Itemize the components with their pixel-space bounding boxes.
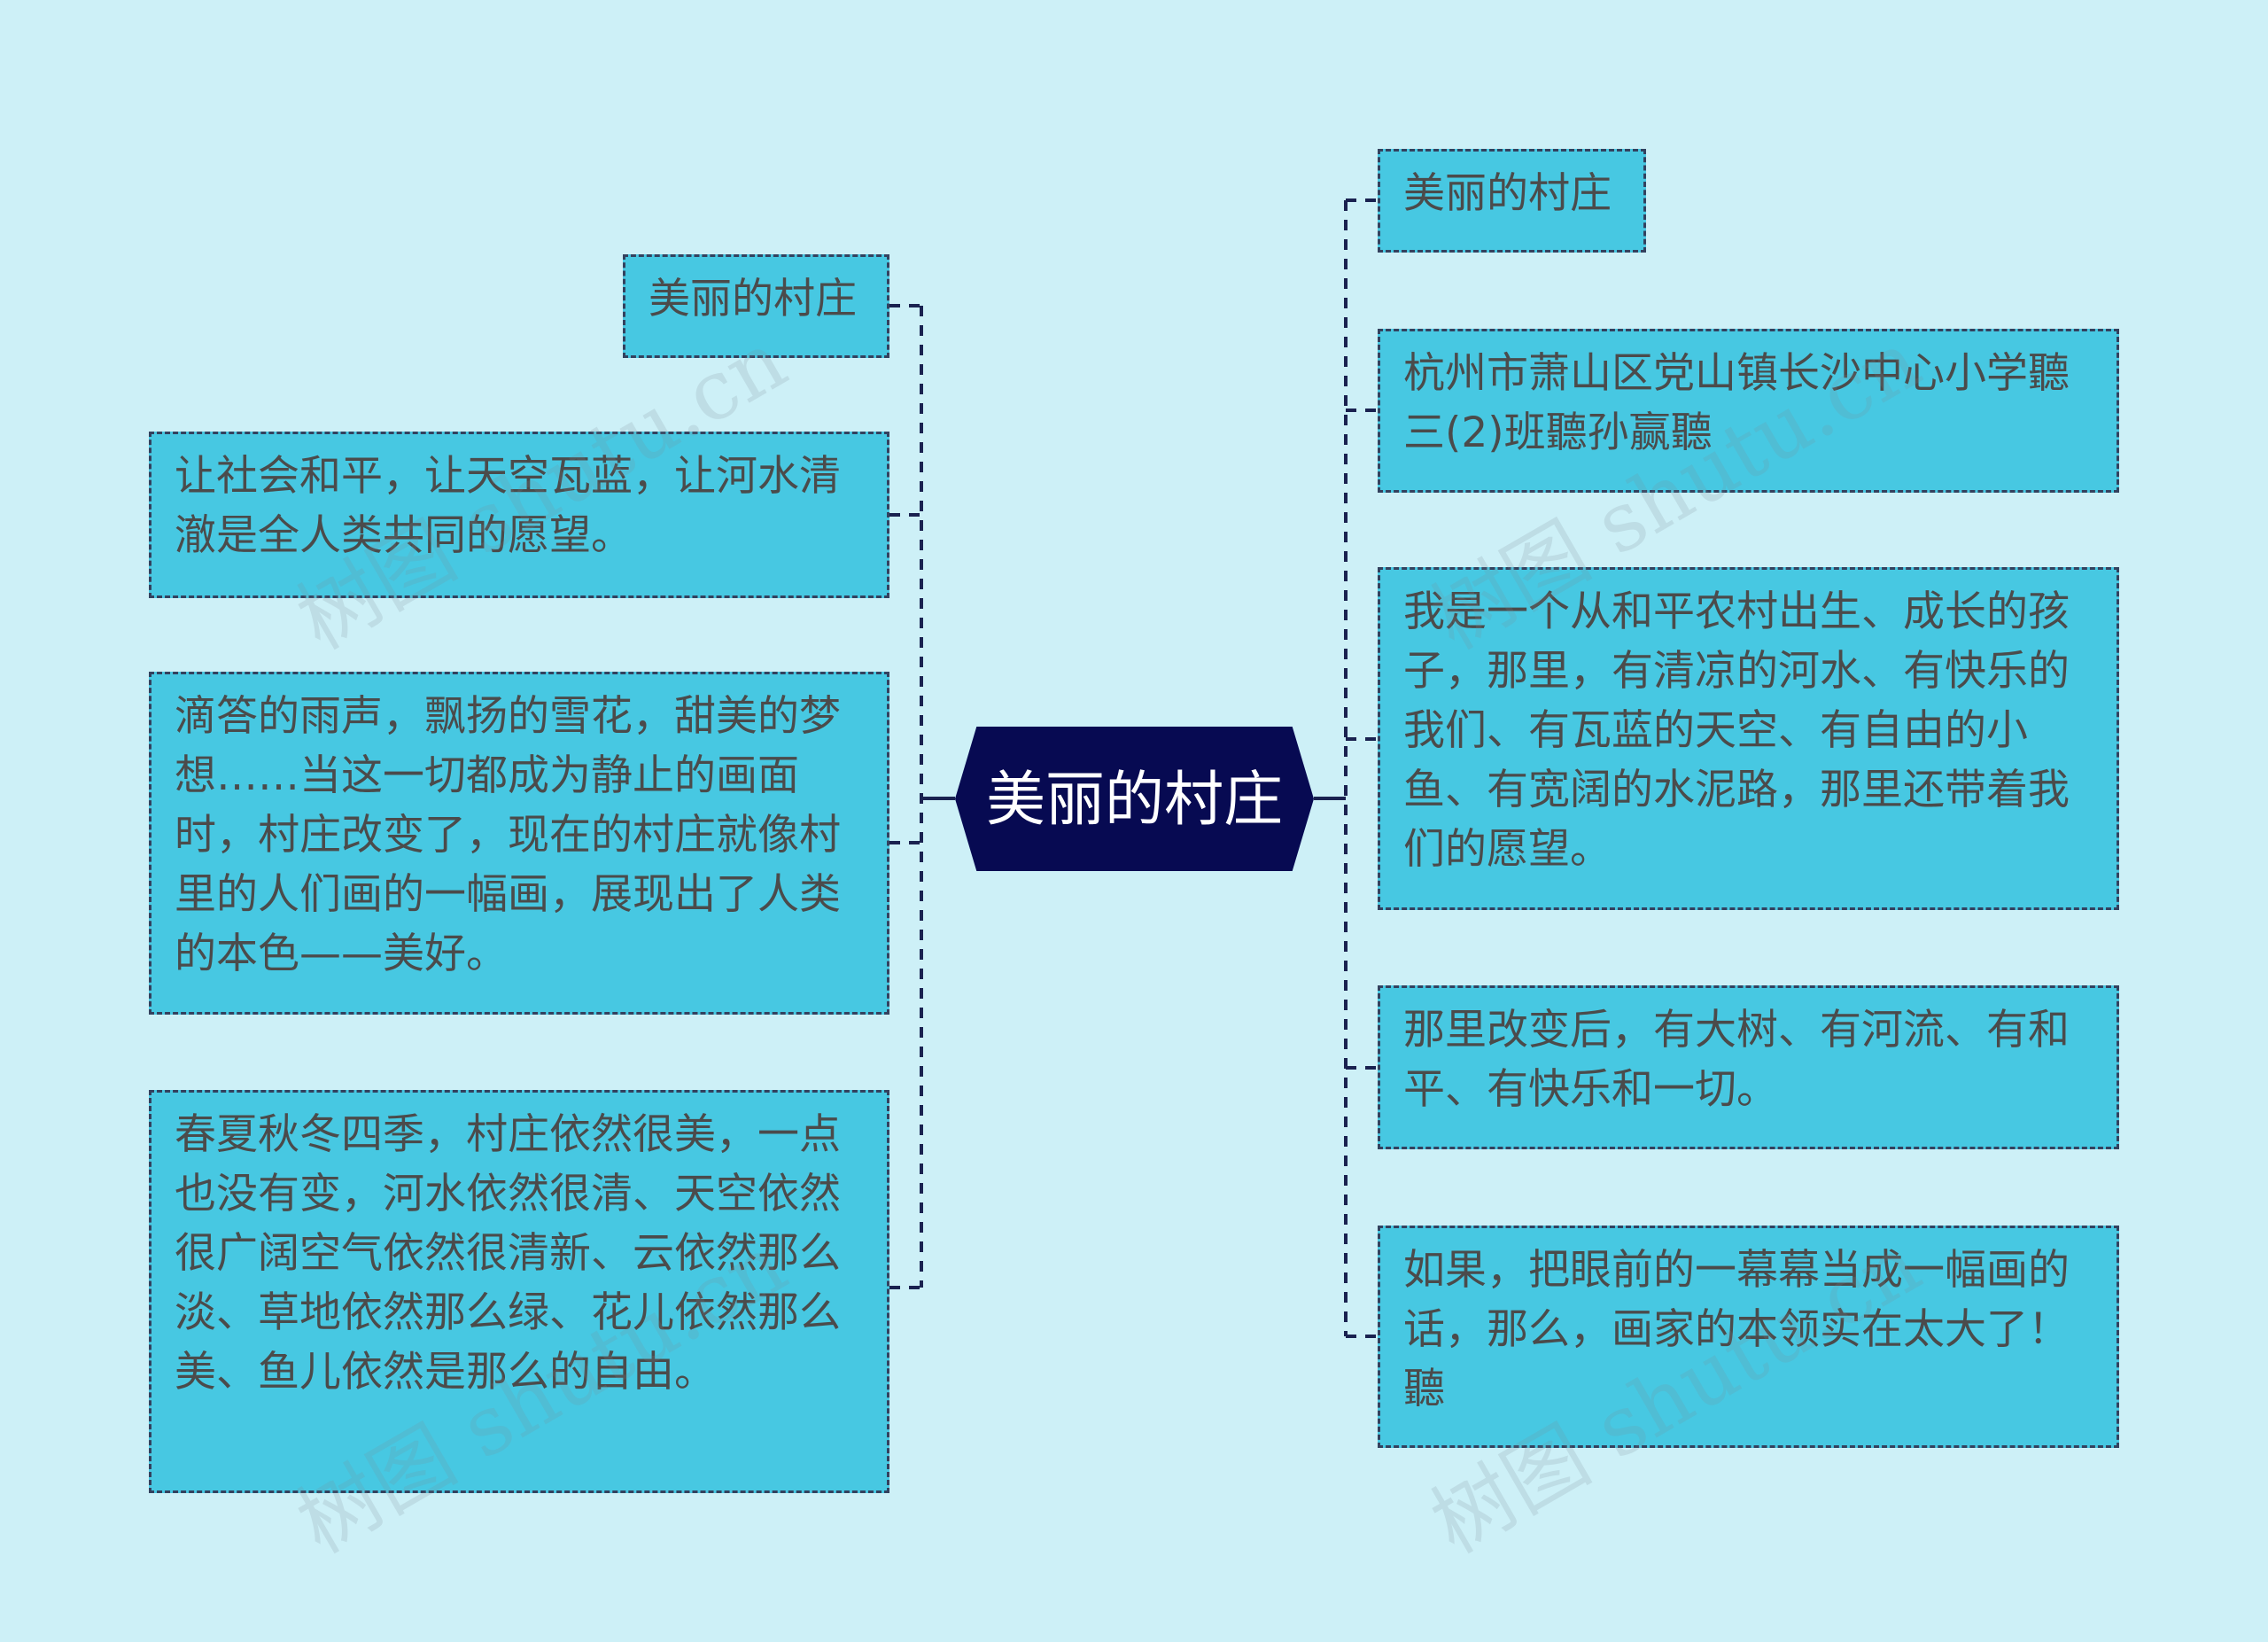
topic-node[interactable]: 让社会和平，让天空瓦蓝，让河水清澈是全人类共同的愿望。 [149,432,889,598]
topic-node[interactable]: 滴答的雨声，飘扬的雪花，甜美的梦想……当这一切都成为静止的画面时，村庄改变了，现… [149,672,889,1015]
central-topic-label: 美丽的村庄 [986,764,1283,834]
topic-node[interactable]: 那里改变后，有大树、有河流、有和平、有快乐和一切。 [1378,985,2119,1149]
central-topic-node[interactable]: 美丽的村庄 [955,727,1314,871]
topic-node-text: 我是一个从和平农村出生、成长的孩子，那里，有清凉的河水、有快乐的我们、有瓦蓝的天… [1403,588,2070,874]
topic-node-text: 美丽的村庄 [649,275,857,323]
topic-node-text: 那里改变后，有大树、有河流、有和平、有快乐和一切。 [1403,1006,2070,1114]
topic-node[interactable]: 美丽的村庄 [623,254,889,358]
topic-node-text: 美丽的村庄 [1403,169,1612,218]
topic-node-text: 滴答的雨声，飘扬的雪花，甜美的梦想……当这一切都成为静止的画面时，村庄改变了，现… [175,692,841,978]
topic-node[interactable]: 杭州市萧山区党山镇长沙中心小学聽三(2)班聽孙赢聽 [1378,329,2119,493]
topic-node[interactable]: 春夏秋冬四季，村庄依然很美，一点也没有变，河水依然很清、天空依然很广阔空气依然很… [149,1090,889,1493]
topic-node-text: 让社会和平，让天空瓦蓝，让河水清澈是全人类共同的愿望。 [175,452,841,560]
topic-node[interactable]: 美丽的村庄 [1378,149,1646,253]
topic-node-text: 如果，把眼前的一幕幕当成一幅画的话，那么，画家的本领实在太大了！聽 [1403,1246,2070,1413]
topic-node[interactable]: 如果，把眼前的一幕幕当成一幅画的话，那么，画家的本领实在太大了！聽 [1378,1226,2119,1448]
topic-node-text: 春夏秋冬四季，村庄依然很美，一点也没有变，河水依然很清、天空依然很广阔空气依然很… [175,1110,841,1397]
topic-node[interactable]: 我是一个从和平农村出生、成长的孩子，那里，有清凉的河水、有快乐的我们、有瓦蓝的天… [1378,567,2119,910]
topic-node-text: 杭州市萧山区党山镇长沙中心小学聽三(2)班聽孙赢聽 [1403,349,2070,457]
